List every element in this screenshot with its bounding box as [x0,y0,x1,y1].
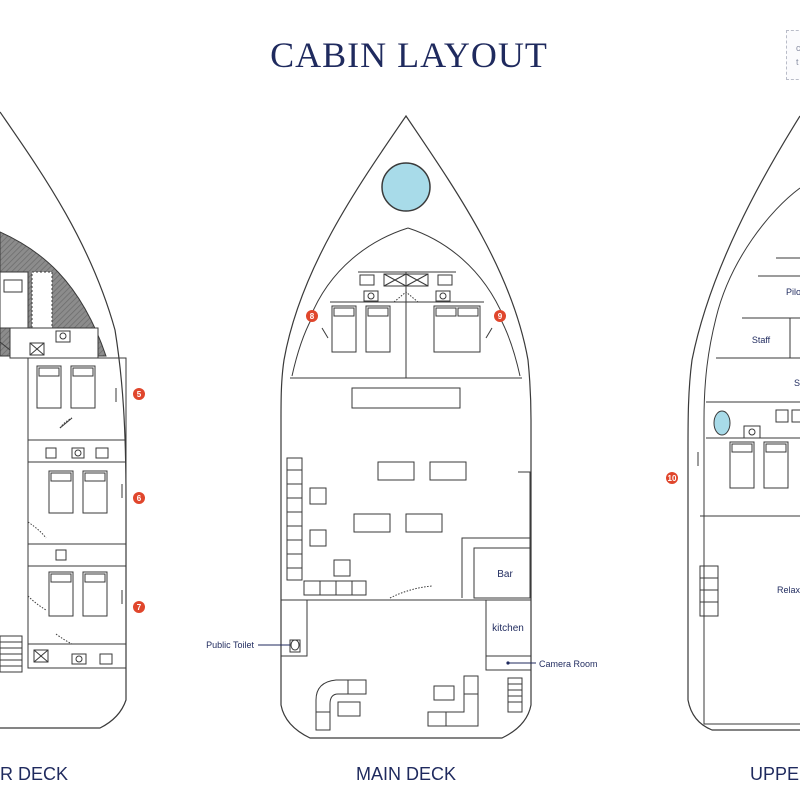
cabin-5-bed [36,365,62,409]
cabin-marker-5: 5 [133,388,145,400]
deck-label-upper: UPPE [750,764,799,784]
main-deck-side-sofa [286,457,303,581]
room-label-upper-s: S [794,378,800,388]
page-title: CABIN LAYOUT [270,35,548,75]
main-deck-table [377,461,415,481]
cabin-number-8: 8 [310,312,315,321]
cabin-5-room [27,357,127,441]
upper-deck-hull [687,115,800,731]
corner-note-line2: t [796,57,799,67]
cabin-marker-9: 9 [494,310,506,322]
cabin-number-7: 7 [137,603,142,612]
room-label-pilot: Pilo [786,287,800,297]
cabin-marker-10: 10 [666,472,678,484]
main-deck [258,114,536,739]
cabin-6-bath [27,439,127,463]
room-label-relax: Relax [777,585,800,595]
main-deck-bar [473,547,531,599]
lower-deck-bath-strip [9,327,99,359]
cabin-number-6: 6 [137,494,142,503]
lower-deck [0,111,127,729]
cabin-7-room [27,565,127,645]
deck-label-lower: R DECK [0,764,68,784]
cabin-marker-7: 7 [133,601,145,613]
callout-public-toilet: Public Toilet [206,640,254,650]
cabin-6-bed [48,470,74,514]
corner-note-line1: c [796,43,800,53]
main-deck-corner-sofa [427,675,479,727]
lower-deck-stairs [0,635,23,673]
deck-label-main: MAIN DECK [356,764,456,784]
cabin-number-9: 9 [498,312,503,321]
cabin-7-bath [27,543,127,567]
room-label-staff: Staff [752,335,771,345]
room-label-kitchen: kitchen [492,623,524,634]
upper-deck-sofa [699,565,719,617]
upper-deck [687,115,800,731]
lower-deck-bottom-bath [27,643,127,669]
main-deck-foredeck-outline [309,227,505,319]
room-label-bar: Bar [497,569,513,580]
cabin-8-bed [331,305,357,353]
cabin-marker-6: 6 [133,492,145,504]
main-deck-jacuzzi [381,162,431,212]
cabin-number-10: 10 [668,474,677,483]
main-deck-curved-sofa [315,679,367,731]
corner-note-box: c t [786,30,800,80]
cabin-7-bed [48,571,74,617]
main-deck-bottom-sofa [303,580,367,596]
main-deck-buffet [351,387,461,409]
lower-deck-hull [0,111,127,729]
cabin-marker-8: 8 [306,310,318,322]
cabin-9-bed [433,305,481,353]
main-deck-aft-stairs [507,677,523,713]
cabin-number-5: 5 [137,390,142,399]
main-deck-hull [280,114,532,739]
cabin-6-room [27,461,127,545]
main-deck-public-toilet [280,599,308,657]
callout-camera-room: Camera Room [539,659,598,669]
cabin-10-bed [729,441,755,489]
